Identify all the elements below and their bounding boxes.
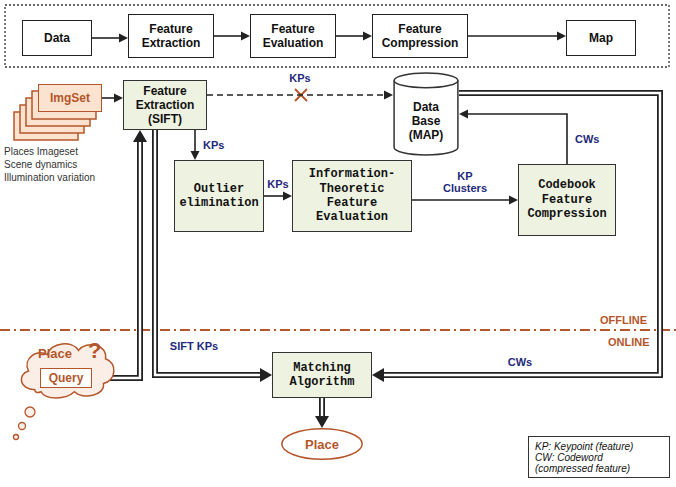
- arrow-head: [557, 32, 566, 41]
- dataset-note: Illumination variation: [4, 172, 95, 183]
- arrow-head: [384, 91, 393, 100]
- arrow-head: [459, 110, 468, 119]
- dataset-note: Places Imageset: [4, 146, 78, 157]
- double-line-outer: [384, 93, 660, 375]
- connector-line: [102, 97, 114, 99]
- edge-label: KPs: [265, 178, 290, 191]
- connector: [92, 34, 128, 43]
- edge-label: CWs: [573, 133, 601, 146]
- flow-frame: [5, 5, 669, 67]
- double-line-inner: [384, 93, 660, 375]
- connector: [468, 32, 566, 41]
- node-text: KP: Keypoint (feature): [535, 441, 633, 452]
- connector: [207, 91, 393, 100]
- node-text: Information-Theoretic Feature Evaluation: [297, 167, 407, 225]
- arrow-head: [509, 196, 518, 205]
- arrow-head: [241, 32, 250, 41]
- node-text: Map: [589, 31, 613, 45]
- node-text: Feature Compression: [377, 22, 463, 50]
- connector: [372, 93, 660, 382]
- process-box: Feature Extraction: [128, 14, 214, 58]
- arrow-head: [119, 34, 128, 43]
- double-line-inner: [321, 398, 323, 416]
- arrow-head: [283, 192, 292, 201]
- connector-line: [194, 130, 196, 151]
- process-box: Information-Theoretic Feature Evaluation: [292, 160, 412, 232]
- legend-note: KP: Keypoint (feature)CW: Codeword (comp…: [528, 436, 670, 478]
- node-text: ImgSet: [50, 91, 90, 105]
- database-cylinder: Data Base (MAP): [393, 72, 459, 156]
- process-box: Outlier elimination: [174, 160, 264, 232]
- node-text: Outlier elimination: [179, 182, 259, 211]
- connector-line: [207, 94, 384, 96]
- process-box: Feature Compression: [372, 14, 468, 58]
- connector: [191, 130, 200, 160]
- double-line-outer: [319, 398, 325, 416]
- node-text: Data Base (MAP): [404, 100, 448, 142]
- edge-label: KPs: [201, 139, 226, 152]
- query-box: Query: [40, 368, 92, 388]
- arrow-head: [315, 416, 329, 428]
- section-label: ONLINE: [608, 336, 650, 348]
- node-text: Codebook Feature Compression: [523, 178, 611, 221]
- query-cloud: Place? Query: [14, 338, 118, 400]
- process-box: Feature Extraction (SIFT): [123, 80, 207, 130]
- process-box: Matching Algorithm: [272, 352, 372, 398]
- offline-online-divider: [0, 329, 676, 331]
- arrow-head: [191, 151, 200, 160]
- connector-line: [92, 37, 119, 39]
- node-text: Place: [305, 437, 339, 452]
- arrow-head: [363, 32, 372, 41]
- connector-line: [468, 35, 557, 37]
- connector-line: [214, 35, 241, 37]
- connector-line: [336, 35, 363, 37]
- node-text: Query: [49, 371, 84, 385]
- connector-line: [412, 199, 509, 201]
- node-text: Data: [44, 31, 70, 45]
- process-box: Codebook Feature Compression: [518, 164, 616, 236]
- node-text: Place: [38, 346, 72, 361]
- section-label: OFFLINE: [600, 314, 647, 326]
- node-text: Feature Extraction: [133, 22, 209, 50]
- node-text: Matching Algorithm: [277, 361, 367, 390]
- connector: [214, 32, 250, 41]
- process-box: Map: [566, 20, 636, 56]
- image-set-card: ImgSet: [38, 84, 102, 112]
- node-text: Feature Evaluation: [255, 22, 331, 50]
- edge-label: KPs: [287, 72, 312, 85]
- edge-label: SIFT KPs: [163, 340, 225, 353]
- connector: [155, 130, 272, 382]
- arrow-head: [114, 94, 123, 103]
- connector-line: [468, 114, 567, 164]
- connector-line: [264, 195, 283, 197]
- edge-label: KP Clusters: [434, 170, 496, 195]
- connector: [315, 398, 329, 428]
- connector: [264, 192, 292, 201]
- arrow-head: [133, 130, 147, 142]
- node-text: Feature Extraction (SIFT): [128, 84, 202, 126]
- process-box: Feature Evaluation: [250, 14, 336, 58]
- arrow-head: [260, 368, 272, 382]
- thought-bubbles: [14, 407, 36, 440]
- node-text: CW: Codeword (compressed feature): [535, 452, 663, 474]
- edge-label: CWs: [506, 356, 534, 369]
- connector: [336, 32, 372, 41]
- connector: [459, 110, 567, 165]
- connector: [102, 94, 123, 103]
- connector: [412, 196, 518, 205]
- process-box: Data: [22, 20, 92, 56]
- node-text: ?: [88, 338, 101, 364]
- output-ellipse: Place: [281, 428, 363, 460]
- dataset-note: Scene dynamics: [4, 159, 77, 170]
- image-stack: [14, 91, 96, 140]
- arrow-head: [372, 368, 384, 382]
